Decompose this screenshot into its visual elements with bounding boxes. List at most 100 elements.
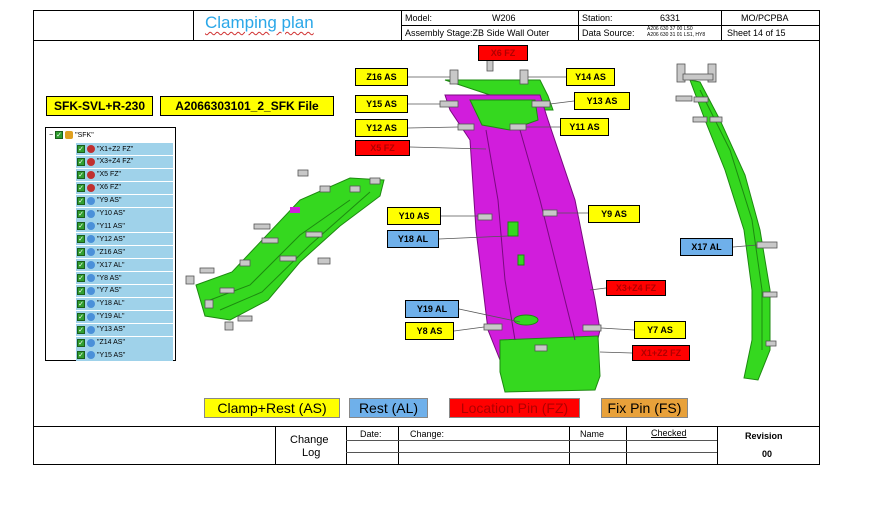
label-y12-as: Y12 AS bbox=[355, 119, 408, 137]
checkbox-icon[interactable]: ✓ bbox=[77, 312, 85, 321]
tree-item[interactable]: ✓ "X5 FZ" bbox=[76, 168, 173, 181]
checkbox-icon[interactable]: ✓ bbox=[77, 274, 85, 282]
clamp-icon bbox=[87, 209, 95, 218]
checkbox-icon[interactable]: ✓ bbox=[55, 131, 64, 139]
clamp-icon bbox=[87, 235, 95, 244]
checkbox-icon[interactable]: ✓ bbox=[77, 209, 85, 218]
tree-item-label: "X17 AL" bbox=[97, 261, 125, 269]
label-y18-al: Y18 AL bbox=[387, 230, 439, 248]
tree-item-label: "Y7 AS" bbox=[97, 287, 122, 295]
checkbox-icon[interactable]: ✓ bbox=[77, 235, 85, 244]
checkbox-icon[interactable]: ✓ bbox=[77, 248, 85, 257]
checkbox-icon[interactable]: ✓ bbox=[77, 196, 85, 205]
label-y7-as: Y7 AS bbox=[634, 321, 686, 339]
checkbox-icon[interactable]: ✓ bbox=[77, 222, 85, 231]
tree-item[interactable]: ✓ "Y9 AS" bbox=[76, 194, 173, 207]
footer-top-line bbox=[33, 426, 820, 427]
checkbox-icon[interactable]: ✓ bbox=[77, 183, 85, 192]
tree-item[interactable]: ✓ "Y10 AS" bbox=[76, 207, 173, 220]
tree-item[interactable]: ✓ "Y11 AS" bbox=[76, 220, 173, 233]
data-source-label: Data Source: bbox=[582, 28, 635, 38]
tree-root[interactable]: − ✓ "SFK" bbox=[49, 131, 94, 139]
leader-lines bbox=[407, 76, 758, 354]
tree-item[interactable]: ✓"X1+Z2 FZ" bbox=[76, 143, 173, 155]
checkbox-icon[interactable]: ✓ bbox=[77, 157, 85, 166]
center-part-view bbox=[439, 56, 602, 393]
tree-item[interactable]: ✓"X6 FZ" bbox=[76, 181, 173, 194]
label-y11-as: Y11 AS bbox=[560, 118, 609, 136]
tree-item-label: "Y11 AS" bbox=[97, 222, 125, 230]
station-value: 6331 bbox=[660, 13, 681, 23]
label-z16-as: Z16 AS bbox=[355, 68, 408, 86]
tree-item-label: "Y18 AL" bbox=[97, 300, 125, 308]
clamp-icon bbox=[87, 261, 95, 270]
tree-item-label: "Z14 AS" bbox=[97, 339, 125, 346]
name-label: Name bbox=[580, 429, 605, 439]
tree-item[interactable]: ✓"Y12 AS" bbox=[76, 233, 173, 246]
footer-vline bbox=[717, 426, 718, 465]
legend-rest: Rest (AL) bbox=[349, 398, 428, 418]
model-label: Model: bbox=[405, 13, 433, 23]
checkbox-icon[interactable]: ✓ bbox=[77, 170, 85, 179]
checkbox-icon[interactable]: ✓ bbox=[77, 261, 85, 270]
clamp-icon bbox=[87, 274, 95, 282]
clamp-icon bbox=[87, 351, 95, 360]
tree-item[interactable]: ✓ "Y15 AS" bbox=[76, 349, 173, 362]
revision-value: 00 bbox=[762, 449, 773, 459]
assembly-stage: Assembly Stage:ZB Side Wall Outer bbox=[405, 28, 550, 38]
data-source-line-2: A206 630 31 01 LS1, HY8 bbox=[647, 32, 706, 38]
tree-item-label: "X3+Z4 FZ" bbox=[97, 158, 134, 166]
collapse-icon[interactable]: − bbox=[49, 131, 54, 139]
file-name-box: A2066303101_2_SFK File bbox=[160, 96, 334, 116]
checkbox-icon[interactable]: ✓ bbox=[77, 338, 85, 347]
label-y10-as: Y10 AS bbox=[387, 207, 441, 225]
tree-item-label: "Y9 AS" bbox=[97, 197, 122, 205]
legend-fix-pin: Fix Pin (FS) bbox=[601, 398, 688, 418]
pin-icon bbox=[87, 170, 95, 179]
fz-label-left: X5 FZ bbox=[355, 140, 410, 156]
tree-item[interactable]: ✓ "Y7 AS" bbox=[76, 284, 173, 297]
checkbox-icon[interactable]: ✓ bbox=[77, 145, 85, 153]
legend-clamp-rest: Clamp+Rest (AS) bbox=[204, 398, 340, 418]
checkbox-icon[interactable]: ✓ bbox=[77, 299, 85, 308]
tree-item[interactable]: ✓ "Y18 AL" bbox=[76, 297, 173, 310]
department: MO/PCPBA bbox=[741, 13, 789, 23]
pin-icon bbox=[87, 145, 95, 153]
right-part-view bbox=[675, 63, 778, 381]
checkbox-icon[interactable]: ✓ bbox=[77, 286, 85, 295]
tree-item[interactable]: ✓"Y13 AS" bbox=[76, 323, 173, 336]
tree-item-label: "Y15 AS" bbox=[97, 351, 126, 359]
clamp-icon bbox=[87, 338, 95, 347]
header-divider bbox=[33, 40, 820, 41]
tree-item[interactable]: ✓ "Y19 AL" bbox=[76, 310, 173, 323]
clamp-icon bbox=[87, 286, 95, 295]
clamp-icon bbox=[87, 325, 95, 334]
tree-item-label: "X5 FZ" bbox=[97, 171, 122, 179]
tree-item-label: "Y19 AL" bbox=[97, 313, 125, 321]
footer-vline bbox=[275, 426, 276, 465]
header-vline bbox=[193, 10, 194, 41]
tree-item[interactable]: ✓ "Z16 AS" bbox=[76, 246, 173, 259]
tree-item[interactable]: ✓ "X3+Z4 FZ" bbox=[76, 155, 173, 168]
tree-item-label: "Y10 AS" bbox=[97, 210, 126, 217]
checkbox-icon[interactable]: ✓ bbox=[77, 325, 85, 334]
page-title: Clamping plan bbox=[205, 13, 314, 32]
change-log-label-1: Change bbox=[290, 434, 329, 446]
data-source-line-1: A206 630 37 00 LS0 bbox=[647, 26, 693, 32]
footer-row-line bbox=[346, 440, 717, 441]
label-y13-as: Y13 AS bbox=[574, 92, 630, 110]
footer-vline bbox=[569, 426, 570, 465]
part-name-box: SFK-SVL+R-230 bbox=[46, 96, 153, 116]
footer-vline bbox=[626, 426, 627, 465]
label-y19-al: Y19 AL bbox=[405, 300, 459, 318]
tree-item[interactable]: ✓ "X17 AL" bbox=[76, 259, 173, 272]
fz-label-right-2: X1+Z2 FZ bbox=[632, 345, 690, 361]
revision-label: Revision bbox=[745, 431, 783, 441]
checkbox-icon[interactable]: ✓ bbox=[77, 351, 85, 360]
tree-item-label: "Z16 AS" bbox=[97, 248, 125, 256]
clamp-icon bbox=[87, 196, 95, 205]
fz-label-top: X6 FZ bbox=[478, 45, 528, 61]
tree-item[interactable]: ✓ "Z14 AS" bbox=[76, 336, 173, 349]
tree-item[interactable]: ✓"Y8 AS" bbox=[76, 272, 173, 284]
